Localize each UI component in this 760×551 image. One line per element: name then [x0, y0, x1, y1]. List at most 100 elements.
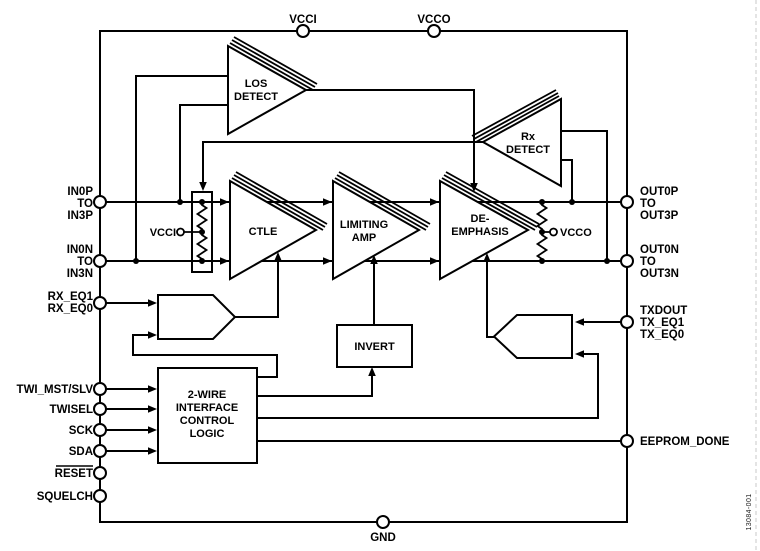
pin-label-in-n: IN0N: [67, 244, 93, 256]
de-emphasis-label: DE-: [471, 213, 490, 225]
wire-los-to-deemphasis: [306, 89, 475, 184]
wire-rxdetect-sense-n: [561, 130, 608, 261]
limiting-amp-label: AMP: [352, 232, 376, 244]
vcco-tap-label: VCCO: [560, 227, 592, 239]
pin-reset: [93, 466, 107, 480]
junction-dot: [604, 258, 610, 264]
pin-label-twisel: TWISEL: [50, 404, 93, 416]
los-detect-amp: [227, 36, 318, 136]
wire-twi-to-invert: [257, 376, 373, 397]
pin-label-in-p: IN3P: [67, 210, 93, 222]
arrowhead: [220, 198, 229, 206]
de-emphasis-amp: [439, 171, 540, 281]
arrowheads: [148, 182, 584, 455]
arrowhead: [483, 253, 491, 262]
pin-out-n: [620, 254, 634, 268]
twi-logic-label: CONTROL: [180, 415, 235, 427]
junction-dot: [199, 199, 205, 205]
twi-logic-block: [157, 367, 258, 464]
los-detect-label: LOS: [245, 78, 268, 90]
arrowhead: [368, 367, 376, 376]
junction-dot: [199, 229, 205, 235]
junction-dot: [539, 229, 545, 235]
pin-label-vcci: VCCI: [289, 14, 316, 26]
pin-label-out-n: TO: [640, 256, 656, 268]
arrowhead: [575, 350, 584, 358]
arrowhead: [148, 385, 157, 393]
pin-label-in-p: IN0P: [67, 186, 93, 198]
pin-vcci: [296, 24, 310, 38]
ctle-amp: [229, 171, 328, 281]
wire-los-input-p: [179, 104, 228, 202]
arrowhead: [148, 426, 157, 434]
pin-label-rx-eq0: RX_EQ0: [48, 303, 93, 315]
rx-detect-label: Rx: [521, 131, 536, 143]
wire-txeq-mux-to-deemphasis: [486, 262, 494, 338]
limiting-amp: [332, 171, 431, 281]
junction-dot: [539, 258, 545, 264]
pin-out-p: [620, 195, 634, 209]
vcco-tap-terminal: [549, 227, 558, 237]
pin-label-reset: RESET: [55, 468, 93, 480]
invert-block: [336, 324, 413, 368]
arrowhead: [274, 252, 282, 261]
twi-logic-label: INTERFACE: [176, 402, 238, 414]
arrowhead: [148, 299, 157, 307]
pin-label-in-p: TO: [77, 198, 93, 210]
rx-detect-label: DETECT: [506, 144, 550, 156]
twi-logic-label: 2-WIRE: [188, 389, 227, 401]
arrowhead: [323, 257, 332, 265]
wire-los-input-n: [135, 75, 228, 261]
pin-label-out-n: OUT0N: [640, 244, 679, 256]
rx-eq-mux: [157, 294, 237, 340]
tx-eq-mux: [492, 314, 573, 359]
pin-label-squelch: SQUELCH: [37, 491, 93, 503]
pin-txdout: [620, 315, 634, 329]
pin-label-eeprom-done: EEPROM_DONE: [640, 436, 730, 448]
pin-sda: [93, 444, 107, 458]
pin-label-sck: SCK: [69, 425, 94, 437]
pin-vcco: [427, 24, 441, 38]
los-detect-label: DETECT: [234, 91, 278, 103]
de-emphasis-label: EMPHASIS: [451, 226, 508, 238]
pin-squelch: [93, 489, 107, 503]
arrowhead: [148, 405, 157, 413]
arrowhead: [148, 331, 157, 339]
wire-twi-to-rxeq-mux: [132, 334, 278, 378]
pin-label-tx-eq1: TX_EQ1: [640, 317, 685, 329]
pin-label-gnd: GND: [370, 532, 396, 544]
pin-label-rx-eq1: RX_EQ1: [48, 291, 94, 303]
pin-label-out-p: OUT3P: [640, 210, 679, 222]
pin-in-p: [93, 195, 107, 209]
arrowhead: [148, 447, 157, 455]
pin-label-txdout: TXDOUT: [640, 305, 687, 317]
pin-label-in-n: TO: [77, 256, 93, 268]
pin-label-in-n: IN3N: [67, 268, 93, 280]
junction-dot: [177, 199, 183, 205]
vcci-tap-label: VCCI: [150, 227, 176, 239]
invert-label: INVERT: [354, 341, 395, 353]
pin-twi-mst-slv: [93, 382, 107, 396]
ctle-label: CTLE: [249, 226, 278, 238]
pin-label-twi-mst-slv: TWI_MST/SLV: [17, 384, 94, 396]
pin-label-tx-eq0: TX_EQ0: [640, 329, 684, 341]
junction-dot: [569, 199, 575, 205]
pin-twisel: [93, 402, 107, 416]
junction-dot: [133, 258, 139, 264]
wire-twi-to-txeq-mux: [257, 353, 599, 419]
pin-label-out-p: OUT0P: [640, 186, 679, 198]
pin-labels: VCCI VCCO GND IN0P TO IN3P IN0N TO IN3N …: [17, 14, 730, 544]
pin-gnd: [376, 515, 390, 529]
pin-label-sda: SDA: [69, 446, 93, 458]
pin-sck: [93, 423, 107, 437]
vcci-tap-terminal: [176, 227, 185, 237]
arrowhead: [575, 318, 584, 326]
arrowhead: [199, 182, 207, 191]
wire-rxdetect-to-termination: [202, 141, 483, 183]
arrowhead: [430, 198, 439, 206]
limiting-amp-label: LIMITING: [340, 219, 388, 231]
arrowhead: [220, 257, 229, 265]
